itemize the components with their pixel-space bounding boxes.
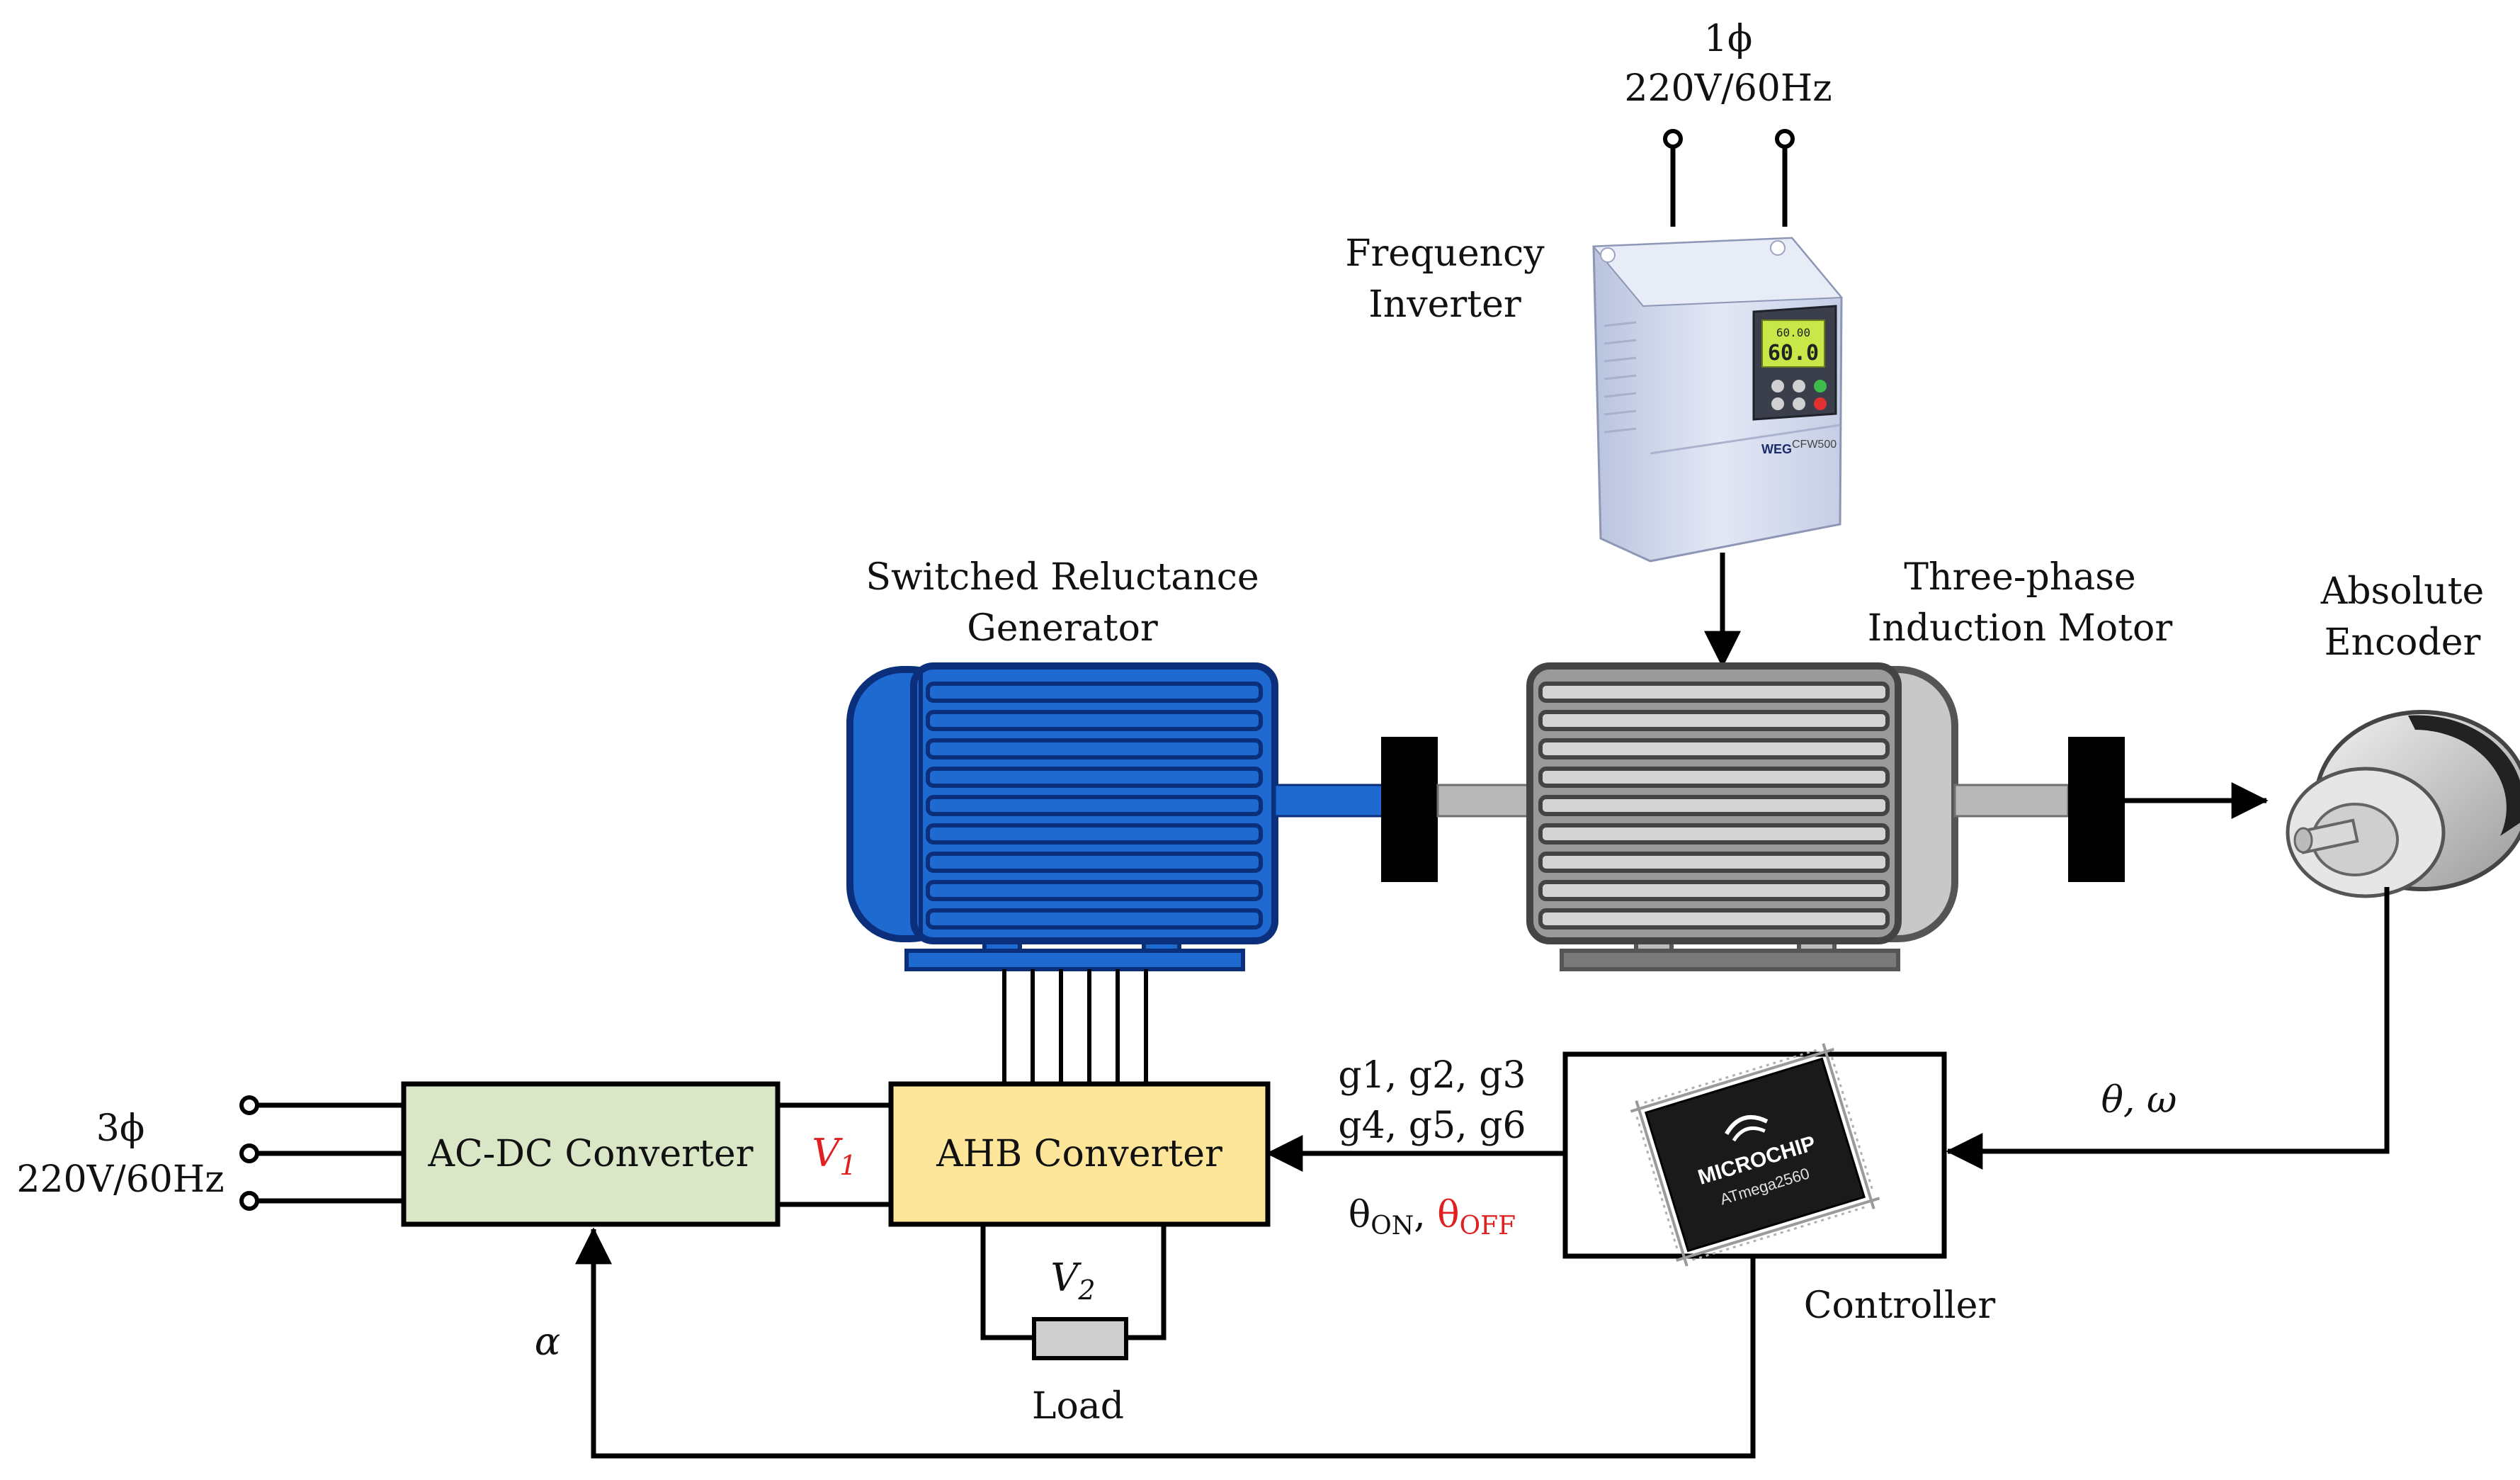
- theta-on-off-label: θON, θOFF: [1349, 1194, 1516, 1241]
- encoder-icon: [2286, 710, 2520, 898]
- load-resistor: [1032, 1317, 1128, 1360]
- terminal-icon: [1663, 129, 1683, 149]
- inverter-lcd-display: [1761, 320, 1825, 368]
- inverter-label-line1: Frequency: [1345, 232, 1545, 275]
- switched-reluctance-generator: Switched Reluctance Generator: [846, 556, 1386, 1084]
- three-phase-label: 3ϕ: [96, 1107, 145, 1150]
- terminal-icon: [1775, 129, 1795, 149]
- gates-row1-label: g1, g2, g3: [1338, 1054, 1526, 1097]
- inverter-brand: WEG: [1761, 442, 1792, 456]
- terminal-icon: [239, 1095, 259, 1115]
- motor-label-line2: Induction Motor: [1868, 607, 2173, 650]
- inverter-model: CFW500: [1792, 439, 1837, 451]
- coupling-left: [1381, 737, 1438, 882]
- generator-label-line1: Switched Reluctance: [865, 556, 1259, 599]
- generator-icon: [846, 662, 1386, 971]
- v2-label: V2: [1050, 1255, 1095, 1306]
- terminal-icon: [239, 1143, 259, 1163]
- controller: MICROCHIP ATmega2560 Controller: [1562, 1043, 1996, 1327]
- load-label: Load: [1032, 1385, 1124, 1428]
- coupling-right: [2068, 737, 2125, 882]
- three-phase-rating: 220V/60Hz: [16, 1158, 224, 1201]
- motor-shaft-left: [1436, 784, 1531, 818]
- ahb-block: [888, 1081, 1271, 1227]
- inverter-display-main: 60.0: [1768, 341, 1819, 366]
- ahb-converter: AHB Converter: [888, 1081, 1271, 1227]
- single-phase-supply: 1ϕ 220V/60Hz: [1624, 18, 1832, 227]
- load-wire-right: [1126, 1224, 1167, 1340]
- generator-label-line2: Generator: [967, 607, 1158, 650]
- three-phase-supply: 3ϕ 220V/60Hz: [16, 1095, 404, 1211]
- controller-label: Controller: [1804, 1284, 1996, 1327]
- alpha-label: α: [535, 1319, 560, 1364]
- encoder-feedback-line: [1946, 887, 2390, 1170]
- motor-label-line1: Three-phase: [1904, 556, 2135, 599]
- acdc-block: [401, 1081, 781, 1227]
- ahb-label: AHB Converter: [936, 1133, 1222, 1175]
- inverter-drive-icon: 60.00 60.0 WEG CFW500: [1591, 237, 1844, 563]
- gates-row2-label: g4, g5, g6: [1338, 1105, 1526, 1147]
- three-phase-induction-motor: Three-phase Induction Motor: [1526, 556, 2173, 971]
- encoder-label-line2: Encoder: [2325, 621, 2481, 664]
- induction-motor-icon: [1526, 662, 1958, 971]
- single-phase-label: 1ϕ: [1704, 18, 1753, 60]
- microcontroller-chip-icon: MICROCHIP ATmega2560: [1630, 1043, 1880, 1267]
- alpha-feedback-line: [575, 1227, 1756, 1459]
- v1-label: V1: [812, 1131, 856, 1181]
- inverter-display-top: 60.00: [1776, 326, 1810, 339]
- load-wire-left: [980, 1224, 1034, 1340]
- frequency-inverter: Frequency Inverter 60.00 60.0: [1345, 232, 1844, 668]
- motor-shaft-right: [1953, 784, 2070, 818]
- acdc-label: AC-DC Converter: [427, 1133, 753, 1175]
- acdc-converter: AC-DC Converter: [401, 1081, 781, 1227]
- single-phase-rating: 220V/60Hz: [1624, 67, 1832, 110]
- inverter-label-line2: Inverter: [1368, 283, 1521, 326]
- terminal-icon: [239, 1191, 259, 1211]
- generator-phase-leads: [1002, 969, 1148, 1084]
- encoder-label-line1: Absolute: [2320, 570, 2485, 613]
- theta-omega-label: θ, ω: [2101, 1079, 2177, 1122]
- absolute-encoder: Absolute Encoder: [2286, 570, 2520, 898]
